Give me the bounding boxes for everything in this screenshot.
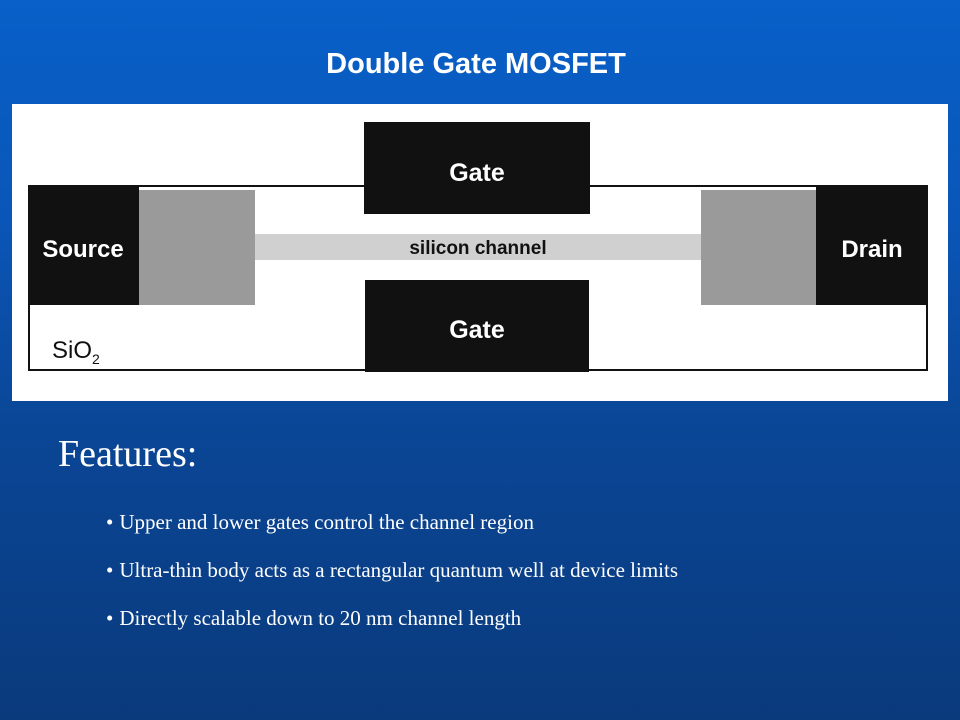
bullet-icon: •	[106, 558, 114, 582]
mosfet-diagram-svg: Gate Gate Source Drain silicon channel S…	[28, 122, 928, 372]
top-gate-block	[364, 122, 590, 214]
drain-extension	[701, 190, 816, 305]
list-item: •Ultra-thin body acts as a rectangular q…	[106, 553, 678, 601]
bottom-gate-block	[365, 280, 589, 372]
feature-text: Upper and lower gates control the channe…	[119, 510, 534, 534]
page-title: Double Gate MOSFET	[326, 48, 626, 80]
features-heading: Features:	[58, 433, 198, 475]
source-extension	[139, 190, 255, 305]
list-item: •Directly scalable down to 20 nm channel…	[106, 601, 678, 649]
oxide-label: SiO2	[52, 337, 100, 367]
channel-label: silicon channel	[409, 238, 546, 259]
drain-label: Drain	[841, 236, 902, 263]
list-item: •Upper and lower gates control the chann…	[106, 505, 678, 553]
drain-block	[816, 187, 927, 305]
bullet-icon: •	[106, 606, 114, 630]
feature-text: Ultra-thin body acts as a rectangular qu…	[119, 558, 679, 582]
oxide-label-subscript: 2	[92, 351, 100, 367]
bullet-icon: •	[106, 510, 114, 534]
silicon-channel	[255, 234, 701, 260]
feature-text: Directly scalable down to 20 nm channel …	[119, 606, 522, 630]
mosfet-diagram: Gate Gate Source Drain silicon channel S…	[12, 104, 948, 401]
top-gate-label: Gate	[449, 159, 505, 187]
source-block	[29, 187, 139, 305]
features-list: •Upper and lower gates control the chann…	[106, 505, 678, 649]
source-label: Source	[42, 236, 123, 263]
oxide-label-main: SiO	[52, 337, 92, 364]
bottom-gate-label: Gate	[449, 316, 505, 344]
